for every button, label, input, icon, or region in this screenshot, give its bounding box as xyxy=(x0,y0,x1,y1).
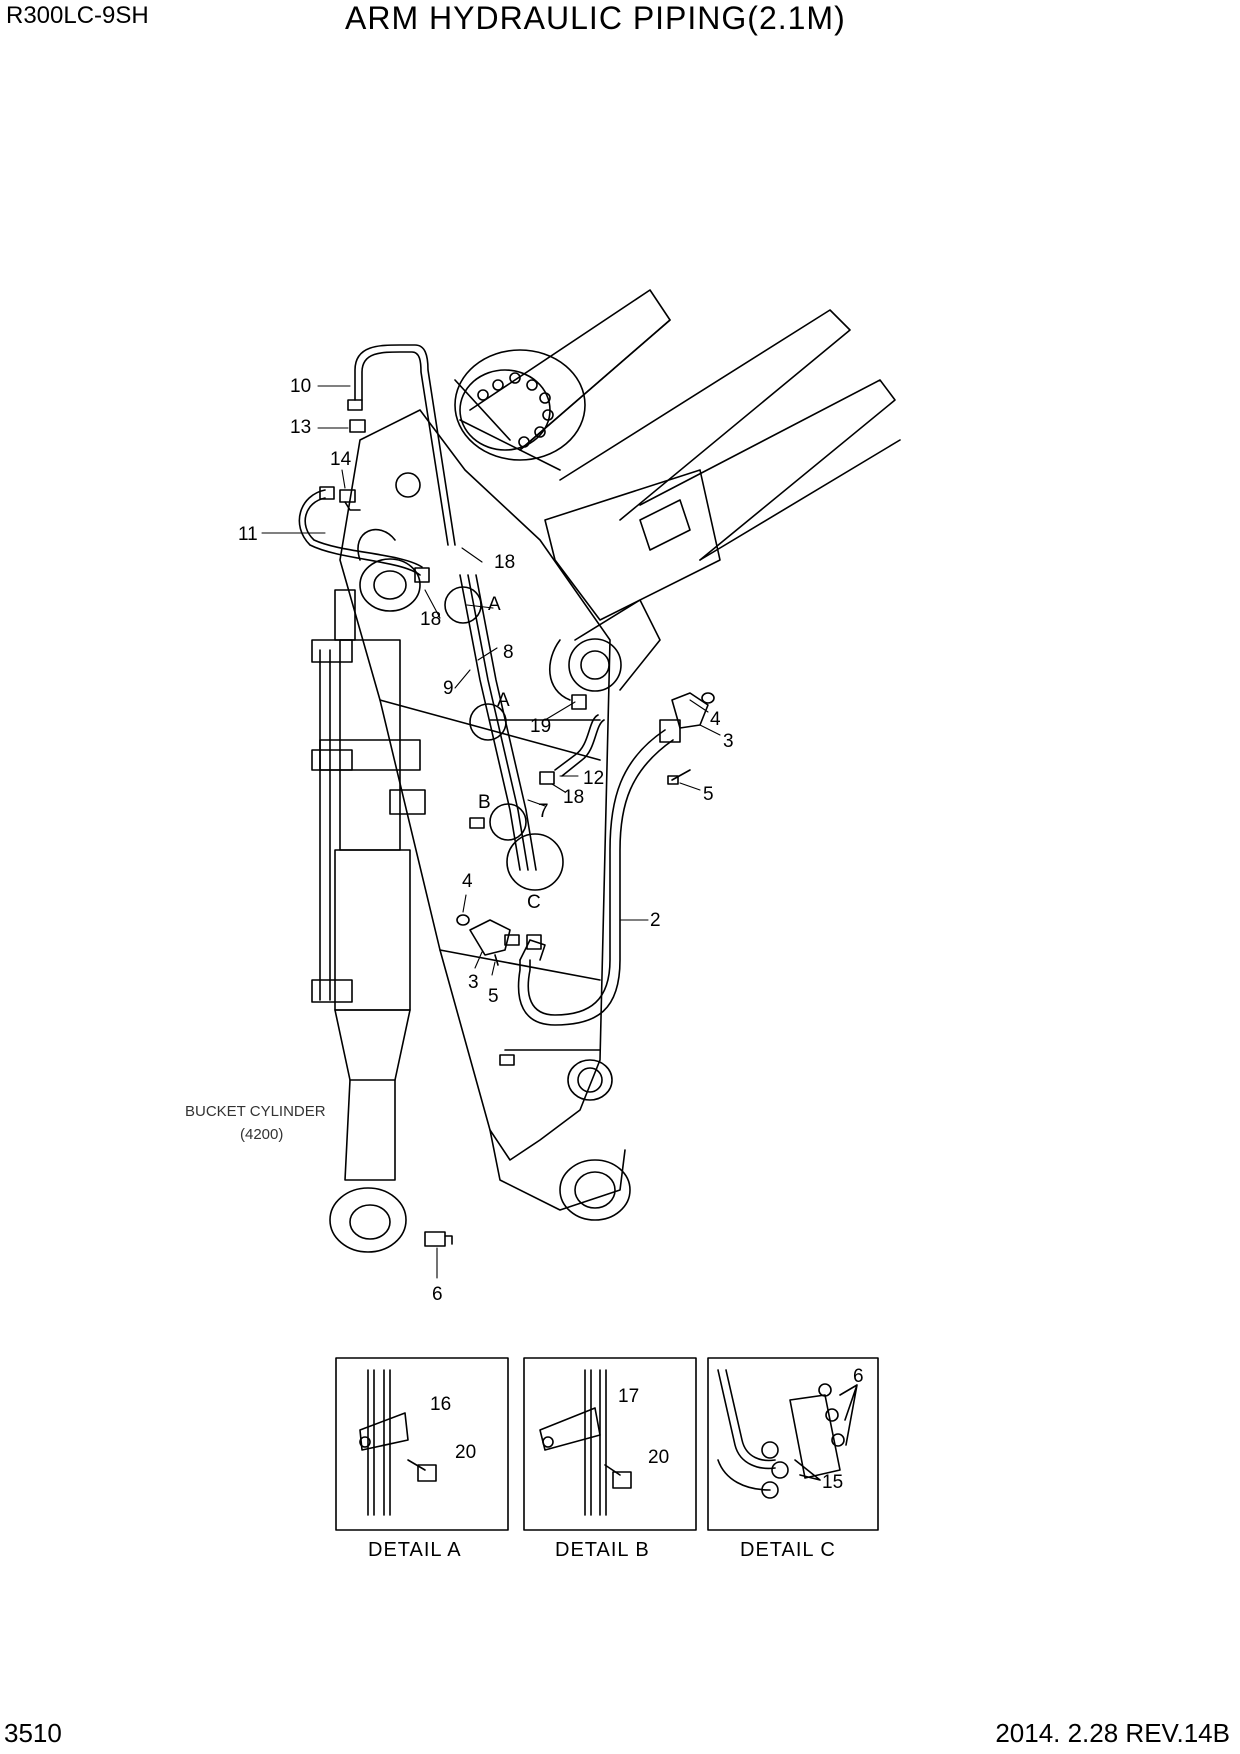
leader-lines xyxy=(261,385,721,1279)
callout-19: 19 xyxy=(530,716,551,737)
detail-c-label: DETAIL C xyxy=(740,1539,836,1561)
callout-4-upper: 4 xyxy=(710,709,721,730)
bucket-cylinder-ref: (4200) xyxy=(240,1126,283,1143)
detail-a-part-1: 16 xyxy=(430,1394,451,1415)
callout-10: 10 xyxy=(290,376,311,397)
arm-cylinder-head xyxy=(454,349,586,471)
callout-18-top: 18 xyxy=(494,552,515,573)
callout-5-upper: 5 xyxy=(703,784,714,805)
detail-b-box xyxy=(523,1357,697,1531)
detail-a-label: DETAIL A xyxy=(368,1539,462,1561)
detail-b-label: DETAIL B xyxy=(555,1539,650,1561)
callout-12: 12 xyxy=(583,768,604,789)
bucket-cylinder xyxy=(311,589,426,1253)
callout-c: C xyxy=(527,892,541,913)
detail-b-part-1: 17 xyxy=(618,1386,639,1407)
model-code: R300LC-9SH xyxy=(6,2,149,29)
callout-9: 9 xyxy=(443,678,454,699)
revision-date: 2014. 2.28 REV.14B xyxy=(995,1718,1230,1748)
pipe-10 xyxy=(347,344,456,546)
detail-c-part-1: 6 xyxy=(853,1366,864,1387)
page-title: ARM HYDRAULIC PIPING(2.1M) xyxy=(345,0,846,36)
callout-4-lower: 4 xyxy=(462,871,473,892)
callout-8: 8 xyxy=(503,642,514,663)
callout-6: 6 xyxy=(432,1284,443,1305)
callout-3-lower: 3 xyxy=(468,972,479,993)
elbow-6 xyxy=(424,1231,453,1247)
callout-2: 2 xyxy=(650,910,661,931)
callout-numbers: 10 13 14 11 18 18 A 8 9 A 19 12 18 4 3 5… xyxy=(238,376,734,1305)
callout-a-upper: A xyxy=(488,594,501,615)
detail-c-box xyxy=(707,1357,879,1531)
detail-labels: 16 20 DETAIL A 17 20 DETAIL B 6 15 DETAI… xyxy=(368,1366,864,1561)
flange-upper xyxy=(667,692,715,785)
callout-a-lower: A xyxy=(497,690,510,711)
detail-b-part-2: 20 xyxy=(648,1447,669,1468)
bucket-cylinder-label: BUCKET CYLINDER xyxy=(185,1103,326,1120)
hose-11 xyxy=(298,486,430,583)
bucket-cylinder-note: BUCKET CYLINDER (4200) xyxy=(185,1103,326,1143)
page-number: 3510 xyxy=(4,1718,62,1748)
callout-18-mid: 18 xyxy=(563,787,584,808)
boom xyxy=(469,289,901,692)
hose-19 xyxy=(549,639,587,710)
callout-18-left: 18 xyxy=(420,609,441,630)
callout-11: 11 xyxy=(238,524,258,545)
callout-5-lower: 5 xyxy=(488,986,499,1007)
hose-2 xyxy=(517,719,681,1026)
callout-13: 13 xyxy=(290,417,311,438)
pipes-8-9 xyxy=(444,574,601,891)
callout-7: 7 xyxy=(538,801,549,822)
callout-3-upper: 3 xyxy=(723,731,734,752)
detail-a-part-2: 20 xyxy=(455,1442,476,1463)
detail-a-box xyxy=(335,1357,509,1531)
flange-lower xyxy=(456,914,542,966)
arm-body xyxy=(339,409,631,1221)
detail-c-part-2: 15 xyxy=(822,1472,843,1493)
callout-14: 14 xyxy=(330,449,352,470)
callout-b: B xyxy=(478,792,491,813)
hose-12 xyxy=(539,714,605,785)
fitting-13-14 xyxy=(339,419,366,511)
